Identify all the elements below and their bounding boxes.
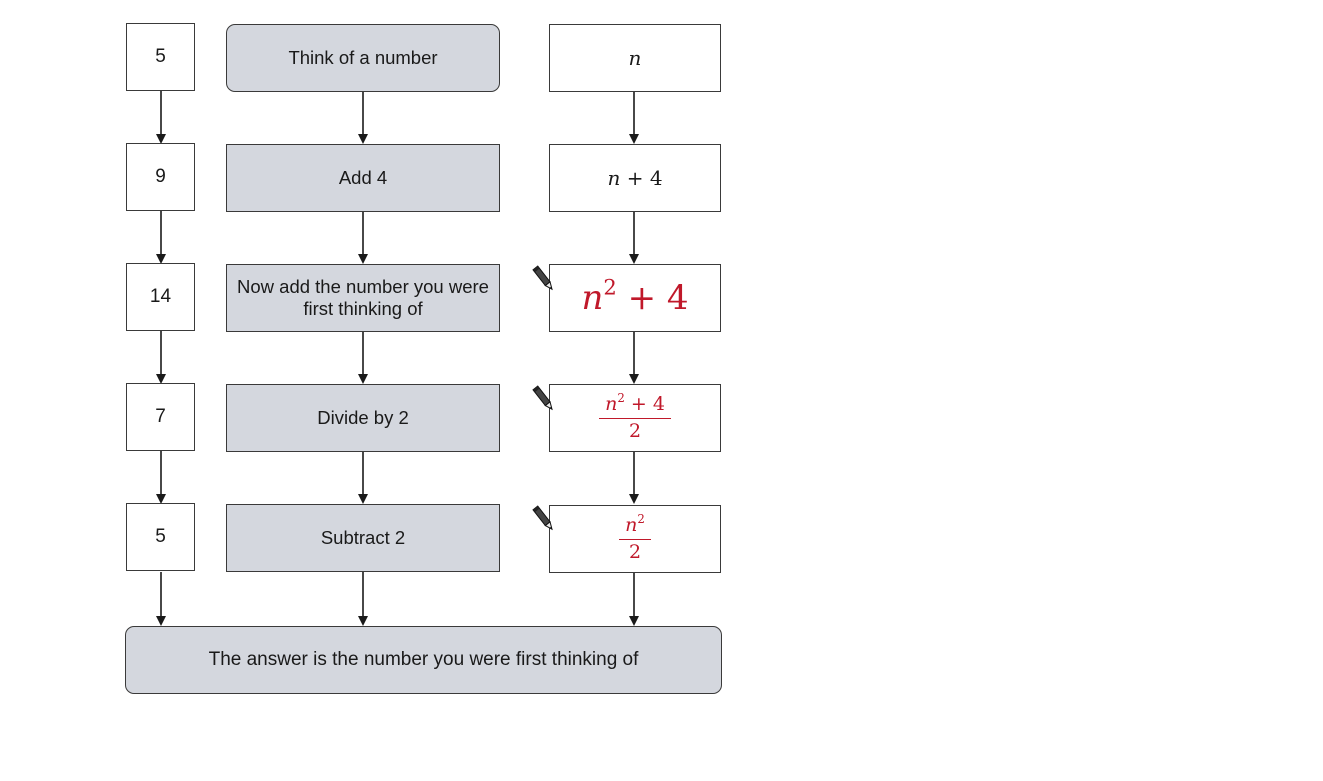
expression-text: n + 4 xyxy=(607,166,662,190)
conclusion-text: The answer is the number you were first … xyxy=(208,649,639,670)
handwritten-fraction: n2 2 xyxy=(619,511,651,564)
expression-box-3: n2 + 4 xyxy=(549,264,721,332)
number-value: 14 xyxy=(149,286,172,307)
pencil-icon xyxy=(532,265,553,291)
pencil-icon xyxy=(532,505,553,531)
step-label: Think of a number xyxy=(288,47,438,68)
step-label: Now add the number you were first thinki… xyxy=(237,276,489,319)
number-box-2: 9 xyxy=(126,143,195,211)
expression-rest: + 4 xyxy=(620,166,663,190)
fraction-bar xyxy=(619,538,651,541)
step-label: Subtract 2 xyxy=(320,527,406,548)
expression-rest: + 4 xyxy=(624,392,665,415)
fraction-denominator: 2 xyxy=(628,420,642,443)
fraction-bar xyxy=(599,417,671,420)
expression-exponent: 2 xyxy=(603,274,617,300)
number-value: 7 xyxy=(155,406,166,427)
expression-variable: n xyxy=(625,513,638,536)
conclusion-box: The answer is the number you were first … xyxy=(125,626,722,694)
expression-variable: n xyxy=(628,46,642,70)
expression-box-5: n2 2 xyxy=(549,505,721,573)
expression-box-2: n + 4 xyxy=(549,144,721,212)
step-box-5: Subtract 2 xyxy=(226,504,500,572)
handwritten-fraction: n2 + 4 2 xyxy=(599,390,671,443)
number-box-1: 5 xyxy=(126,23,195,91)
step-box-2: Add 4 xyxy=(226,144,500,212)
expression-exponent: 2 xyxy=(617,390,625,405)
expression-variable: n xyxy=(605,392,618,415)
number-box-3: 14 xyxy=(126,263,195,331)
number-box-5: 5 xyxy=(126,503,195,571)
number-box-4: 7 xyxy=(126,383,195,451)
step-box-4: Divide by 2 xyxy=(226,384,500,452)
fraction-denominator: 2 xyxy=(628,541,642,564)
number-value: 5 xyxy=(155,526,166,547)
fraction-numerator: n2 xyxy=(619,511,651,536)
step-box-3: Now add the number you were first thinki… xyxy=(226,264,500,332)
expression-exponent: 2 xyxy=(637,511,645,526)
fraction-numerator: n2 + 4 xyxy=(599,390,671,415)
handwritten-expression: n2 + 4 xyxy=(581,276,689,318)
expression-box-4: n2 + 4 2 xyxy=(549,384,721,452)
number-value: 9 xyxy=(155,166,166,187)
step-label: Add 4 xyxy=(338,167,388,188)
expression-rest: + 4 xyxy=(616,278,689,318)
pencil-icon xyxy=(532,385,553,411)
expression-box-1: n xyxy=(549,24,721,92)
step-label: Divide by 2 xyxy=(317,407,409,428)
step-box-1: Think of a number xyxy=(226,24,500,92)
expression-variable: n xyxy=(607,166,621,190)
number-value: 5 xyxy=(155,46,166,67)
expression-variable: n xyxy=(581,278,604,318)
